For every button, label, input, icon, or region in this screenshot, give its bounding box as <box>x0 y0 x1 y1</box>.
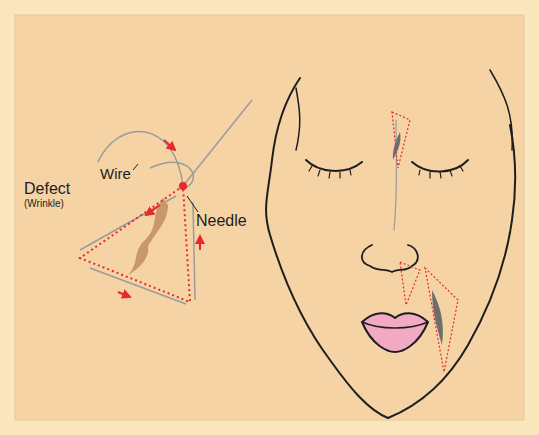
face <box>266 70 515 418</box>
face-right-contour <box>388 125 515 418</box>
needle-line <box>183 100 252 186</box>
lips-line <box>362 322 428 328</box>
direction-arrow <box>146 205 160 215</box>
direction-arrow <box>118 292 130 297</box>
part-label: Wire <box>100 166 131 183</box>
nasolabial-wrinkle <box>432 290 443 345</box>
wire-arc <box>98 132 183 186</box>
lips-shape <box>362 313 428 352</box>
wire-lead <box>150 162 193 188</box>
closed-eye <box>306 160 362 171</box>
lips <box>362 313 428 352</box>
wrinkle-schematic <box>80 100 252 304</box>
dotted-triangle <box>80 186 190 302</box>
leader-line <box>133 164 138 170</box>
wire-line <box>193 202 195 300</box>
direction-arrow <box>164 140 175 150</box>
eyelashes <box>309 166 351 178</box>
leader-line <box>187 196 198 212</box>
dotted-triangle <box>425 268 458 372</box>
hair-strand <box>296 88 300 150</box>
face-left-contour <box>266 78 388 418</box>
panel <box>15 15 524 420</box>
nose <box>362 245 418 272</box>
part-label: (Wrinkle) <box>24 198 64 209</box>
hair-strand <box>490 70 512 150</box>
direction-arrow <box>199 236 201 250</box>
part-label: Needle <box>196 212 247 230</box>
treatment-marks <box>392 112 458 372</box>
wire-line <box>90 268 186 304</box>
part-label: Defect <box>24 180 70 198</box>
entry-point <box>179 182 187 190</box>
eyelashes <box>419 166 463 178</box>
dotted-triangle <box>392 112 410 168</box>
wrinkle-defect <box>128 198 168 275</box>
dotted-triangle <box>400 262 420 305</box>
